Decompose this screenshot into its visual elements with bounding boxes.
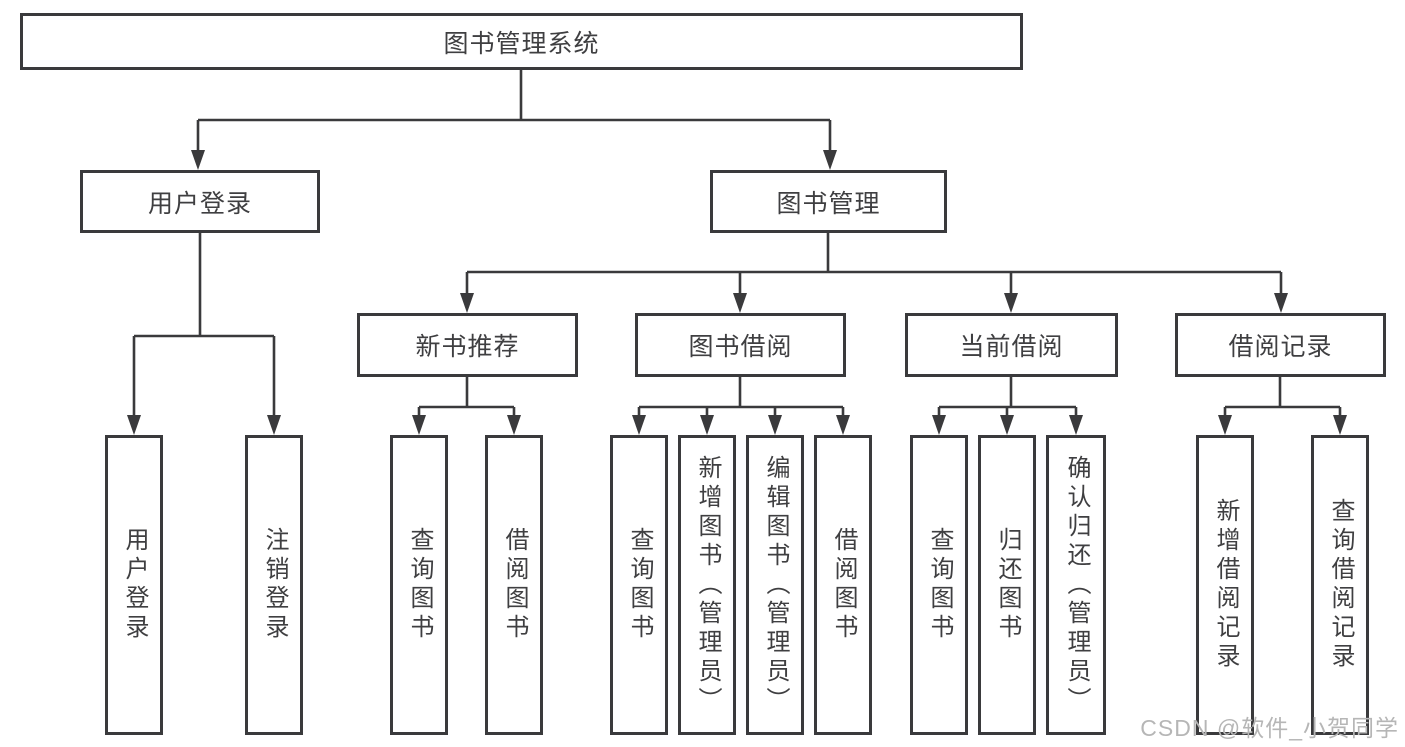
node-borrow-records: 借阅记录 <box>1175 313 1386 377</box>
leaf-return-books-label: 归还图书 <box>994 527 1021 643</box>
leaf-add-book-admin-label: 新增图书（管理员） <box>694 454 721 716</box>
leaf-add-book-admin: 新增图书（管理员） <box>678 435 736 735</box>
leaf-add-borrow-record: 新增借阅记录 <box>1196 435 1254 735</box>
leaf-query-borrow-record: 查询借阅记录 <box>1311 435 1369 735</box>
leaf-logout-login: 注销登录 <box>245 435 303 735</box>
leaf-borrow-books-recommend-label: 借阅图书 <box>501 527 528 643</box>
node-new-book-recommend: 新书推荐 <box>357 313 578 377</box>
node-user-login: 用户登录 <box>80 170 320 233</box>
node-new-book-recommend-label: 新书推荐 <box>415 333 520 361</box>
node-current-borrow: 当前借阅 <box>905 313 1118 377</box>
leaf-query-books-current: 查询图书 <box>910 435 968 735</box>
node-book-borrow: 图书借阅 <box>635 313 846 377</box>
csdn-watermark: CSDN @软件_小贺同学 <box>1140 715 1399 741</box>
leaf-add-borrow-record-label: 新增借阅记录 <box>1212 498 1239 672</box>
leaf-query-books-current-label: 查询图书 <box>926 527 953 643</box>
leaf-logout-login-label: 注销登录 <box>261 527 288 643</box>
node-book-management-label: 图书管理 <box>776 189 881 218</box>
leaf-query-books-borrow-label: 查询图书 <box>626 527 653 643</box>
leaf-borrow-books-borrow: 借阅图书 <box>814 435 872 735</box>
leaf-query-books-recommend: 查询图书 <box>390 435 448 735</box>
leaf-query-books-borrow: 查询图书 <box>610 435 668 735</box>
node-root-system: 图书管理系统 <box>20 13 1023 70</box>
node-user-login-label: 用户登录 <box>147 189 252 218</box>
leaf-borrow-books-borrow-label: 借阅图书 <box>830 527 857 643</box>
leaf-return-books: 归还图书 <box>978 435 1036 735</box>
node-root-system-label: 图书管理系统 <box>443 29 600 58</box>
node-book-management: 图书管理 <box>710 170 947 233</box>
node-borrow-records-label: 借阅记录 <box>1228 333 1333 361</box>
node-current-borrow-label: 当前借阅 <box>959 333 1064 361</box>
leaf-user-login: 用户登录 <box>105 435 163 735</box>
leaf-edit-book-admin: 编辑图书（管理员） <box>746 435 804 735</box>
leaf-confirm-return-admin: 确认归还（管理员） <box>1046 435 1106 735</box>
leaf-query-books-recommend-label: 查询图书 <box>406 527 433 643</box>
leaf-query-borrow-record-label: 查询借阅记录 <box>1327 498 1354 672</box>
leaf-confirm-return-admin-label: 确认归还（管理员） <box>1063 454 1090 716</box>
leaf-edit-book-admin-label: 编辑图书（管理员） <box>762 454 789 716</box>
leaf-borrow-books-recommend: 借阅图书 <box>485 435 543 735</box>
leaf-user-login-label: 用户登录 <box>121 527 148 643</box>
node-book-borrow-label: 图书借阅 <box>688 333 793 361</box>
